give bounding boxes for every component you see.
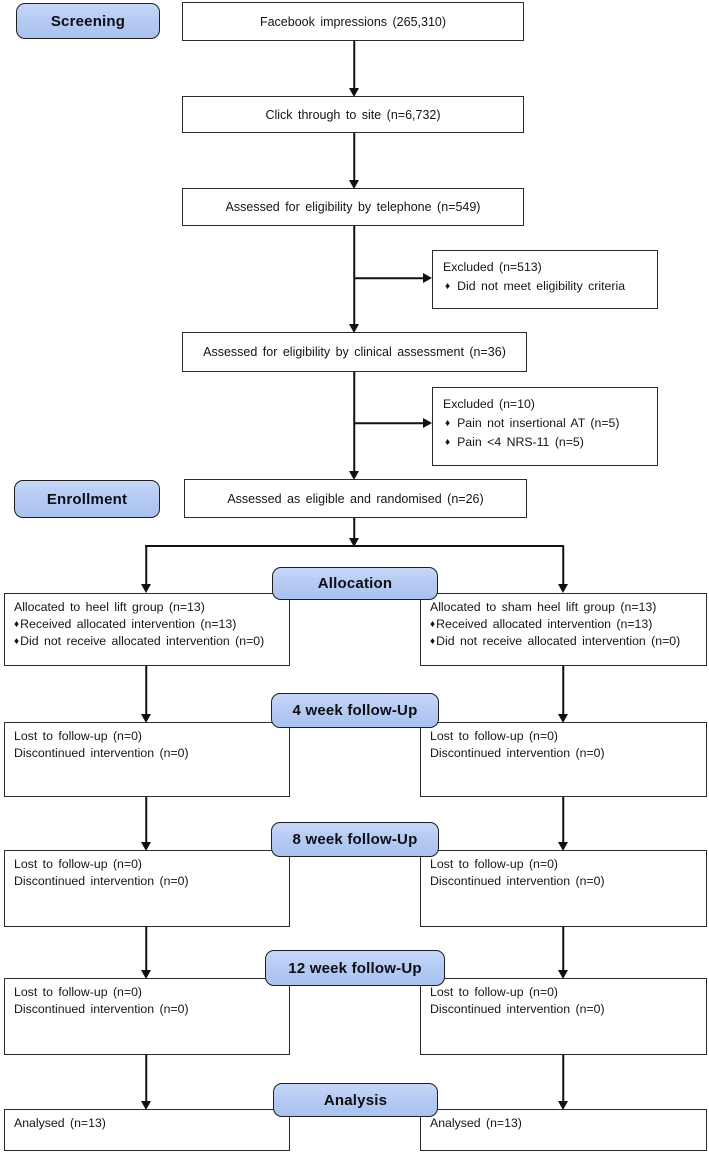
- clinical-eligibility-text: Assessed for eligibility by clinical ass…: [203, 345, 506, 359]
- stage-badge-allocation-label: Allocation: [317, 575, 393, 592]
- randomised-text: Assessed as eligible and randomised (n=2…: [227, 491, 484, 506]
- fu4-right-line-1: Lost to follow-up (n=0): [430, 729, 559, 743]
- allocation-right-title: Allocated to sham heel lift group (n=13): [430, 600, 657, 614]
- telephone-eligibility-text: Assessed for eligibility by telephone (n…: [225, 200, 481, 214]
- stage-badge-8-week-followup: 8 week follow-Up: [271, 822, 439, 857]
- arrow-fu8-to-fu12-right: [557, 927, 569, 979]
- arrow-fu8-to-fu12-left: [140, 927, 152, 979]
- stage-badge-enrollment: Enrollment: [14, 480, 160, 518]
- fu12-left-line-1: Lost to follow-up (n=0): [14, 985, 143, 999]
- arrow-facebook-to-click: [348, 41, 360, 97]
- arrow-alloc-to-fu4-left: [140, 666, 152, 723]
- arrow-to-excluded-clinical: [354, 417, 432, 429]
- fu8-left-box: Lost to follow-up (n=0) Discontinued int…: [4, 850, 290, 927]
- arrow-fu12-to-analysis-left: [140, 1055, 152, 1110]
- stage-badge-12-week-followup: 12 week follow-Up: [265, 950, 445, 986]
- stage-badge-allocation: Allocation: [272, 567, 438, 600]
- stage-badge-4-week-followup: 4 week follow-Up: [271, 693, 439, 728]
- arrow-split-to-alloc-right: [557, 546, 569, 593]
- arrow-fu4-to-fu8-left: [140, 797, 152, 851]
- fu8-left-line-2: Discontinued intervention (n=0): [14, 874, 189, 888]
- split-line: [145, 545, 564, 547]
- arrow-randomised-to-split: [348, 518, 360, 547]
- arrow-to-excluded-telephone: [354, 272, 432, 284]
- diamond-bullet-icon: ♦: [445, 281, 451, 292]
- diamond-bullet-icon: ♦: [430, 636, 436, 647]
- arrow-fu4-to-fu8-right: [557, 797, 569, 851]
- allocation-right-bullet-2: Did not receive allocated intervention (…: [436, 634, 681, 648]
- click-through-text: Click through to site (n=6,732): [265, 107, 441, 122]
- stage-badge-analysis: Analysis: [273, 1083, 438, 1117]
- excluded-telephone-reason: Did not meet eligibility criteria: [457, 279, 626, 293]
- arrow-click-to-telephone: [348, 133, 360, 189]
- stage-badge-screening: Screening: [16, 3, 160, 39]
- fu8-right-box: Lost to follow-up (n=0) Discontinued int…: [420, 850, 707, 927]
- click-through-box: Click through to site (n=6,732): [182, 96, 524, 133]
- stage-badge-screening-label: Screening: [50, 12, 126, 30]
- fu12-right-line-1: Lost to follow-up (n=0): [430, 985, 559, 999]
- facebook-impressions-text: Facebook impressions (265,310): [259, 14, 447, 29]
- excluded-telephone-box: Excluded (n=513) ♦ Did not meet eligibil…: [432, 250, 658, 309]
- allocation-left-box: Allocated to heel lift group (n=13) ♦Rec…: [4, 593, 290, 666]
- fu8-right-line-2: Discontinued intervention (n=0): [430, 874, 605, 888]
- randomised-box: Assessed as eligible and randomised (n=2…: [184, 479, 527, 518]
- stage-badge-12-week-followup-label: 12 week follow-Up: [288, 959, 422, 977]
- fu4-left-line-2: Discontinued intervention (n=0): [14, 746, 189, 760]
- excluded-clinical-reason-2: Pain <4 NRS-11 (n=5): [457, 435, 584, 449]
- fu4-right-line-2: Discontinued intervention (n=0): [430, 746, 605, 760]
- clinical-eligibility-box: Assessed for eligibility by clinical ass…: [182, 332, 527, 372]
- analysis-left-text: Analysed (n=13): [14, 1116, 106, 1130]
- allocation-right-bullet-1: Received allocated intervention (n=13): [436, 617, 653, 631]
- stage-badge-4-week-followup-label: 4 week follow-Up: [292, 702, 418, 719]
- fu8-left-line-1: Lost to follow-up (n=0): [14, 857, 143, 871]
- fu12-left-line-2: Discontinued intervention (n=0): [14, 1002, 189, 1016]
- allocation-left-title: Allocated to heel lift group (n=13): [14, 600, 205, 614]
- fu4-left-line-1: Lost to follow-up (n=0): [14, 729, 143, 743]
- analysis-right-box: Analysed (n=13): [420, 1109, 707, 1151]
- arrow-telephone-to-clinical: [348, 225, 360, 333]
- excluded-clinical-reason-1: Pain not insertional AT (n=5): [457, 416, 620, 430]
- stage-badge-8-week-followup-label: 8 week follow-Up: [292, 831, 418, 848]
- arrow-split-to-alloc-left: [140, 546, 152, 593]
- fu12-left-box: Lost to follow-up (n=0) Discontinued int…: [4, 978, 290, 1055]
- allocation-left-bullet-1: Received allocated intervention (n=13): [20, 617, 237, 631]
- diamond-bullet-icon: ♦: [430, 619, 436, 630]
- diamond-bullet-icon: ♦: [445, 437, 451, 448]
- allocation-right-box: Allocated to sham heel lift group (n=13)…: [420, 593, 707, 666]
- fu4-left-box: Lost to follow-up (n=0) Discontinued int…: [4, 722, 290, 797]
- arrow-fu12-to-analysis-right: [557, 1055, 569, 1110]
- excluded-clinical-title: Excluded (n=10): [443, 397, 535, 411]
- telephone-eligibility-box: Assessed for eligibility by telephone (n…: [182, 188, 524, 226]
- analysis-right-text: Analysed (n=13): [430, 1116, 522, 1130]
- allocation-left-bullet-2: Did not receive allocated intervention (…: [20, 634, 265, 648]
- fu12-right-box: Lost to follow-up (n=0) Discontinued int…: [420, 978, 707, 1055]
- diamond-bullet-icon: ♦: [445, 418, 451, 429]
- fu8-right-line-1: Lost to follow-up (n=0): [430, 857, 559, 871]
- stage-badge-enrollment-label: Enrollment: [46, 490, 128, 508]
- arrow-alloc-to-fu4-right: [557, 666, 569, 723]
- excluded-telephone-title: Excluded (n=513): [443, 260, 542, 274]
- fu12-right-line-2: Discontinued intervention (n=0): [430, 1002, 605, 1016]
- stage-badge-analysis-label: Analysis: [323, 1091, 388, 1109]
- analysis-left-box: Analysed (n=13): [4, 1109, 290, 1151]
- excluded-clinical-box: Excluded (n=10) ♦ Pain not insertional A…: [432, 387, 658, 466]
- diamond-bullet-icon: ♦: [14, 636, 20, 647]
- fu4-right-box: Lost to follow-up (n=0) Discontinued int…: [420, 722, 707, 797]
- diamond-bullet-icon: ♦: [14, 619, 20, 630]
- facebook-impressions-box: Facebook impressions (265,310): [182, 2, 524, 41]
